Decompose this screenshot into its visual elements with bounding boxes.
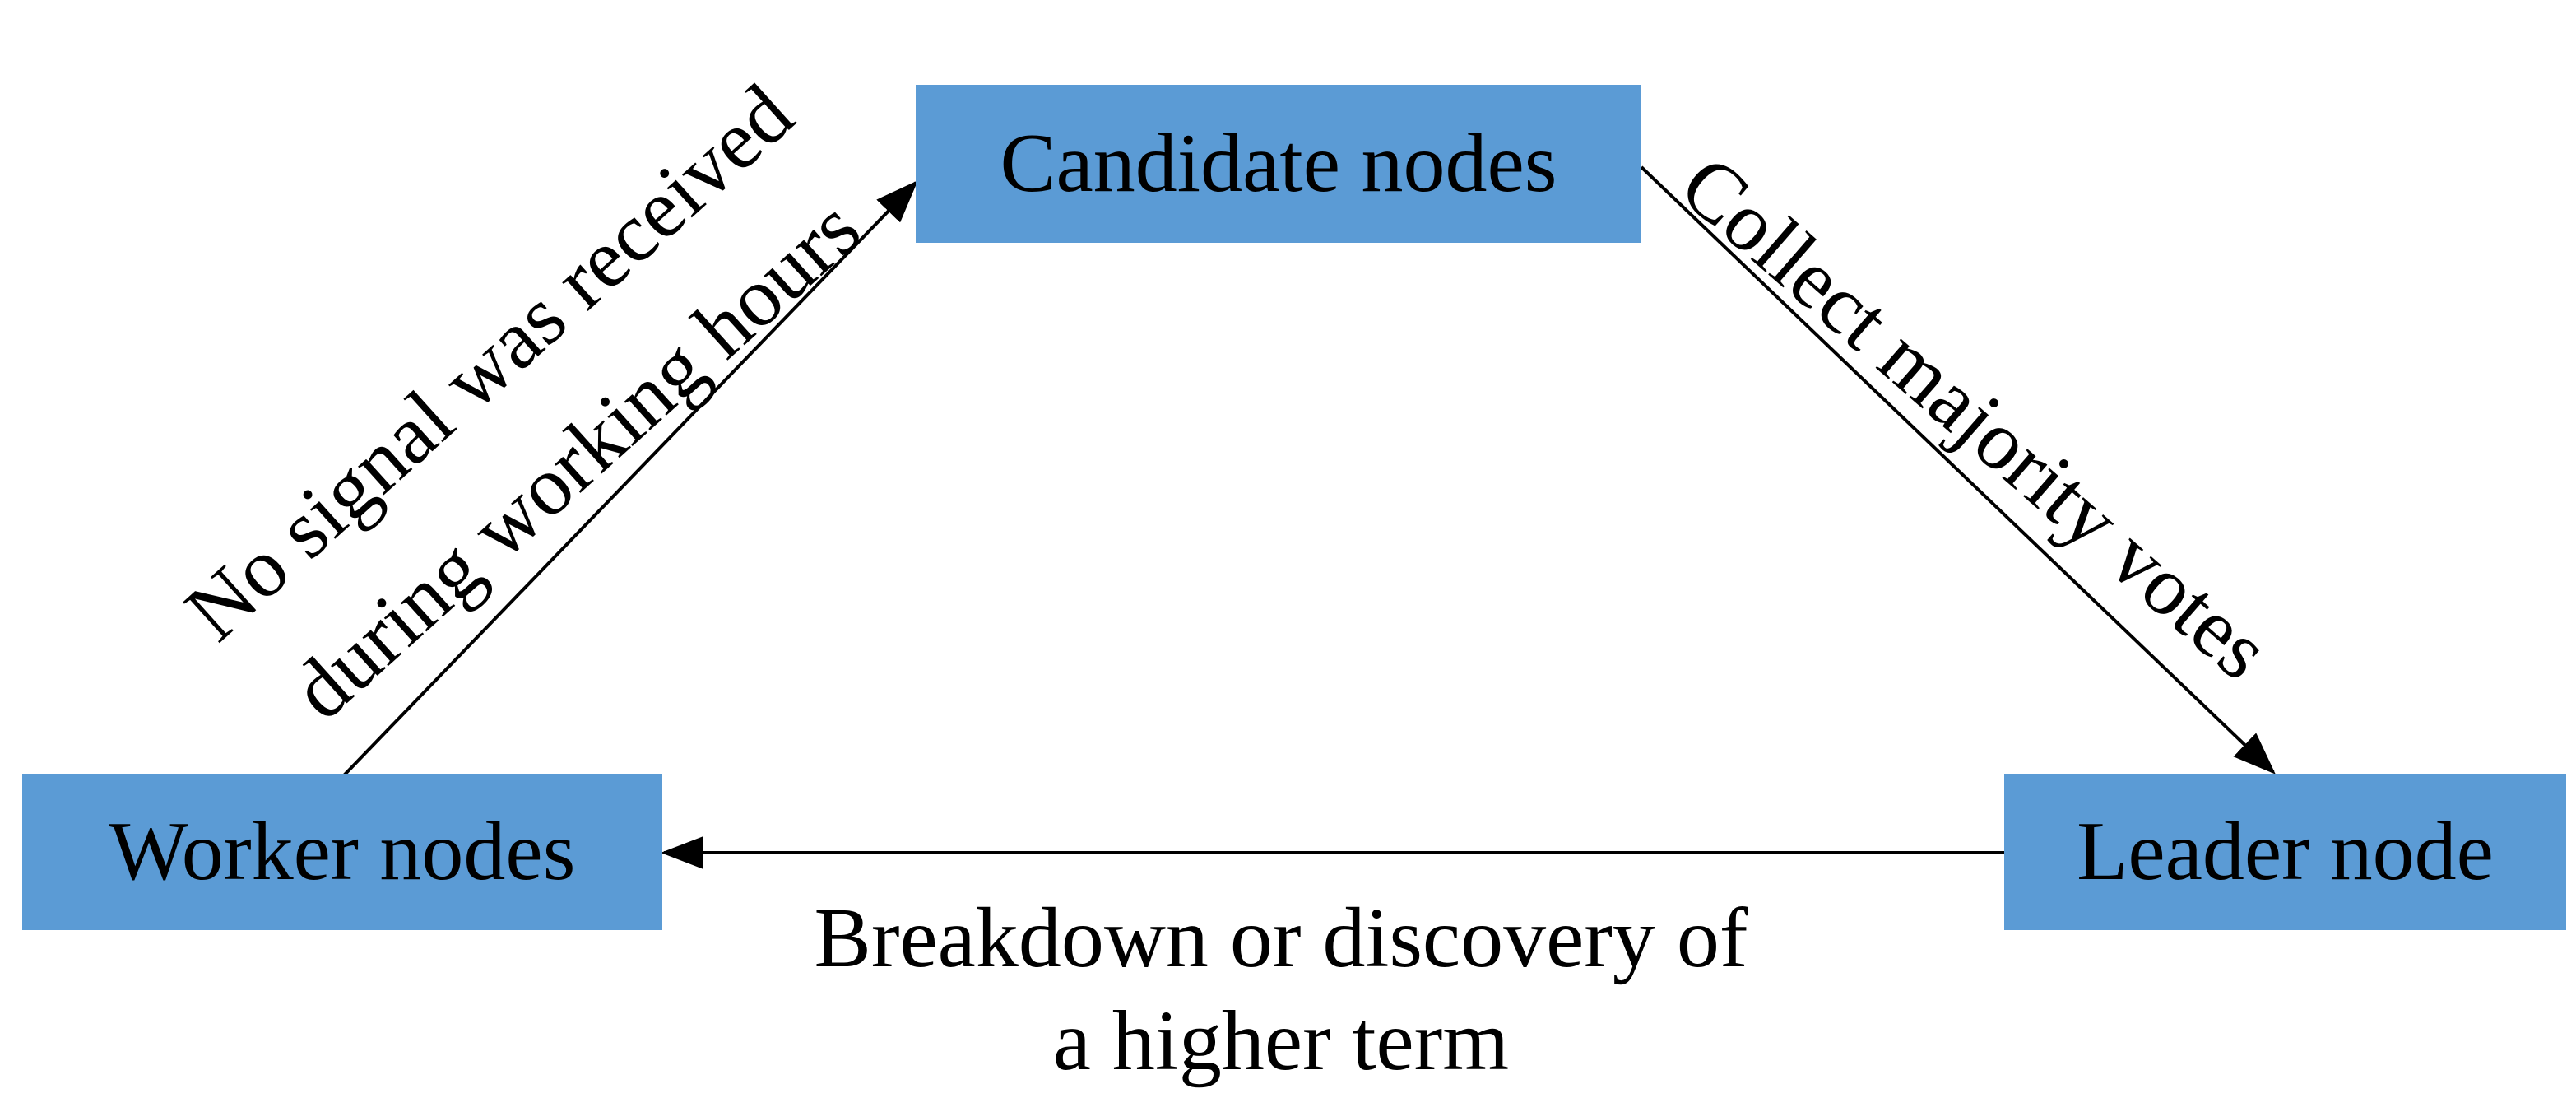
node-worker-label: Worker nodes <box>109 805 576 898</box>
node-leader-label: Leader node <box>2077 805 2494 898</box>
node-leader: Leader node <box>2004 774 2566 930</box>
edge-label-candidate-to-leader: Collect majority votes <box>1660 135 2289 700</box>
edge-label-leader-to-worker-line1: Breakdown or discovery of <box>814 891 1748 986</box>
node-worker: Worker nodes <box>22 774 662 930</box>
node-candidate-label: Candidate nodes <box>1000 117 1557 210</box>
edge-label-worker-to-candidate: No signal was received during working ho… <box>156 54 911 770</box>
edge-label-leader-to-worker-line2: a higher term <box>1052 993 1510 1088</box>
node-candidate: Candidate nodes <box>916 85 1641 243</box>
edge-label-candidate-to-leader-line1: Collect majority votes <box>1663 137 2287 698</box>
edge-label-leader-to-worker: Breakdown or discovery of a higher term <box>814 887 1748 1093</box>
